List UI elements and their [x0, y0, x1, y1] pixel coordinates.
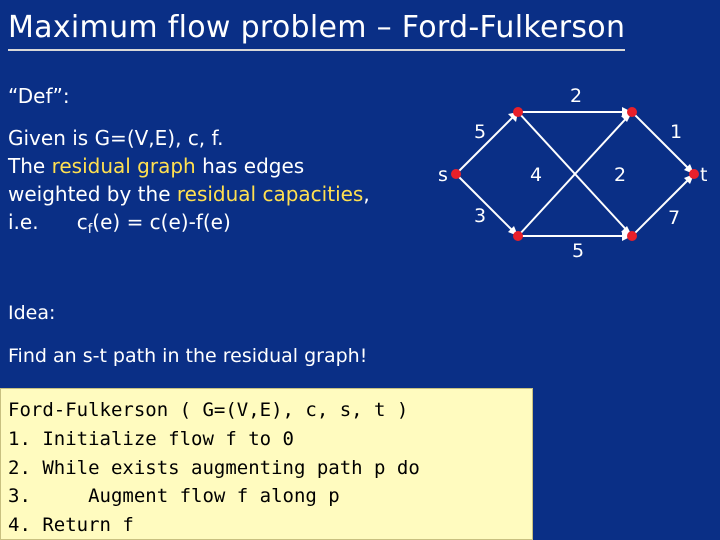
node-c — [513, 231, 523, 241]
definition-label: “Def”: — [8, 84, 70, 108]
edge-d-t — [631, 173, 695, 237]
node-t — [689, 169, 699, 179]
text-span: weighted by the — [8, 182, 177, 206]
text-span: i.e. c — [8, 210, 88, 234]
idea-text: Find an s-t path in the residual graph! — [8, 345, 368, 367]
page-title: Maximum flow problem – Ford-Fulkerson — [8, 10, 626, 51]
idea-label: Idea: — [8, 302, 56, 324]
algorithm-box: Ford-Fulkerson ( G=(V,E), c, s, t ) 1. I… — [0, 388, 533, 540]
given-line-4: i.e. cf(e) = c(e)-f(e) — [8, 208, 370, 244]
algorithm-line: Ford-Fulkerson ( G=(V,E), c, s, t ) — [8, 399, 409, 421]
algorithm-line: 3. Augment flow f along p — [8, 485, 340, 508]
text-span: has edges — [195, 154, 305, 178]
residual-capacities-term: residual capacities — [176, 182, 364, 206]
algorithm-line: 2. While exists augmenting path p do — [8, 456, 420, 479]
edge-label-s-c: 3 — [474, 205, 486, 227]
algorithm-line: 1. Initialize flow f to 0 — [8, 427, 294, 450]
edge-label-a-b: 2 — [570, 85, 582, 107]
node-s — [451, 169, 461, 179]
edge-s-c — [455, 173, 519, 237]
definition-text: Given is G=(V,E), c, f. The residual gra… — [8, 124, 370, 244]
node-d — [627, 231, 637, 241]
node-label-s: s — [438, 164, 448, 186]
edge-c-b — [517, 111, 633, 237]
given-line-3: weighted by the residual capacities, — [8, 180, 370, 208]
residual-graph-term: residual graph — [51, 154, 196, 178]
edge-label-d-t: 7 — [668, 207, 680, 229]
edge-label-c-d: 5 — [572, 240, 584, 262]
given-line-1: Given is G=(V,E), c, f. — [8, 126, 224, 150]
edge-b-t — [631, 111, 695, 175]
edge-s-a — [455, 111, 519, 175]
node-label-t: t — [700, 164, 707, 186]
text-span: , — [363, 182, 370, 206]
subscript-f: f — [87, 222, 93, 237]
node-a — [513, 107, 523, 117]
edge-label-c-b: 2 — [614, 164, 626, 186]
text-span: (e) = c(e)-f(e) — [92, 210, 231, 234]
given-line-2: The residual graph has edges — [8, 152, 370, 180]
algorithm-line: 4. Return f — [8, 514, 134, 537]
edge-label-b-t: 1 — [670, 121, 682, 143]
text-span: The — [8, 154, 52, 178]
node-b — [627, 107, 637, 117]
edge-label-s-a: 5 — [474, 121, 486, 143]
edge-label-a-d: 4 — [530, 164, 542, 186]
